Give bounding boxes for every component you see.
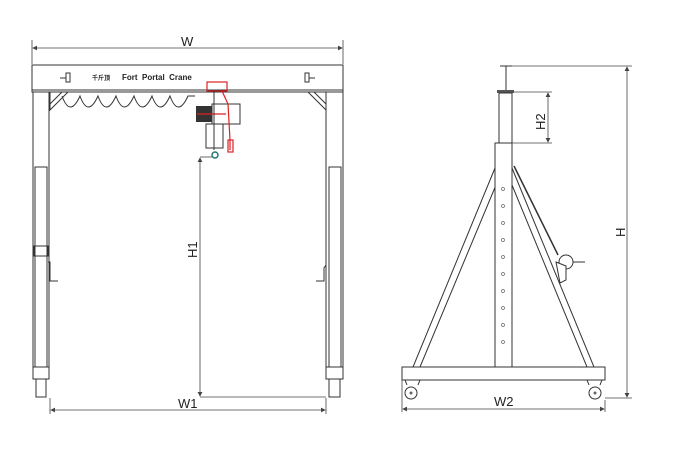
main-beam	[31, 64, 344, 93]
base-frame	[401, 366, 606, 381]
h2-label: H2	[533, 113, 548, 130]
front-view: W 千斤顶 Fort Portal Crane	[31, 34, 344, 414]
w2-label: W2	[494, 394, 514, 409]
h-label: H	[613, 228, 628, 237]
left-brace	[49, 91, 69, 112]
left-strut	[412, 167, 497, 368]
column-holes	[501, 187, 505, 344]
electric-hoist	[196, 81, 241, 159]
beam-title: Fort Portal Crane	[122, 73, 192, 82]
beam-small-text: 千斤顶	[92, 74, 110, 82]
w-label: W	[181, 34, 194, 49]
festoon-cable	[61, 94, 195, 108]
winch-cable	[513, 165, 559, 256]
inner-column	[498, 92, 513, 144]
hook-icon	[211, 151, 219, 159]
right-brace	[307, 91, 327, 112]
right-strut	[511, 167, 595, 368]
w1-label: W1	[178, 396, 198, 411]
wheel-right	[586, 379, 603, 400]
winch[interactable]	[555, 254, 585, 284]
h1-label: H1	[185, 241, 200, 258]
side-view: H2 H W2	[401, 65, 632, 412]
wheel-left	[404, 379, 421, 400]
top-i-beam	[497, 65, 514, 92]
